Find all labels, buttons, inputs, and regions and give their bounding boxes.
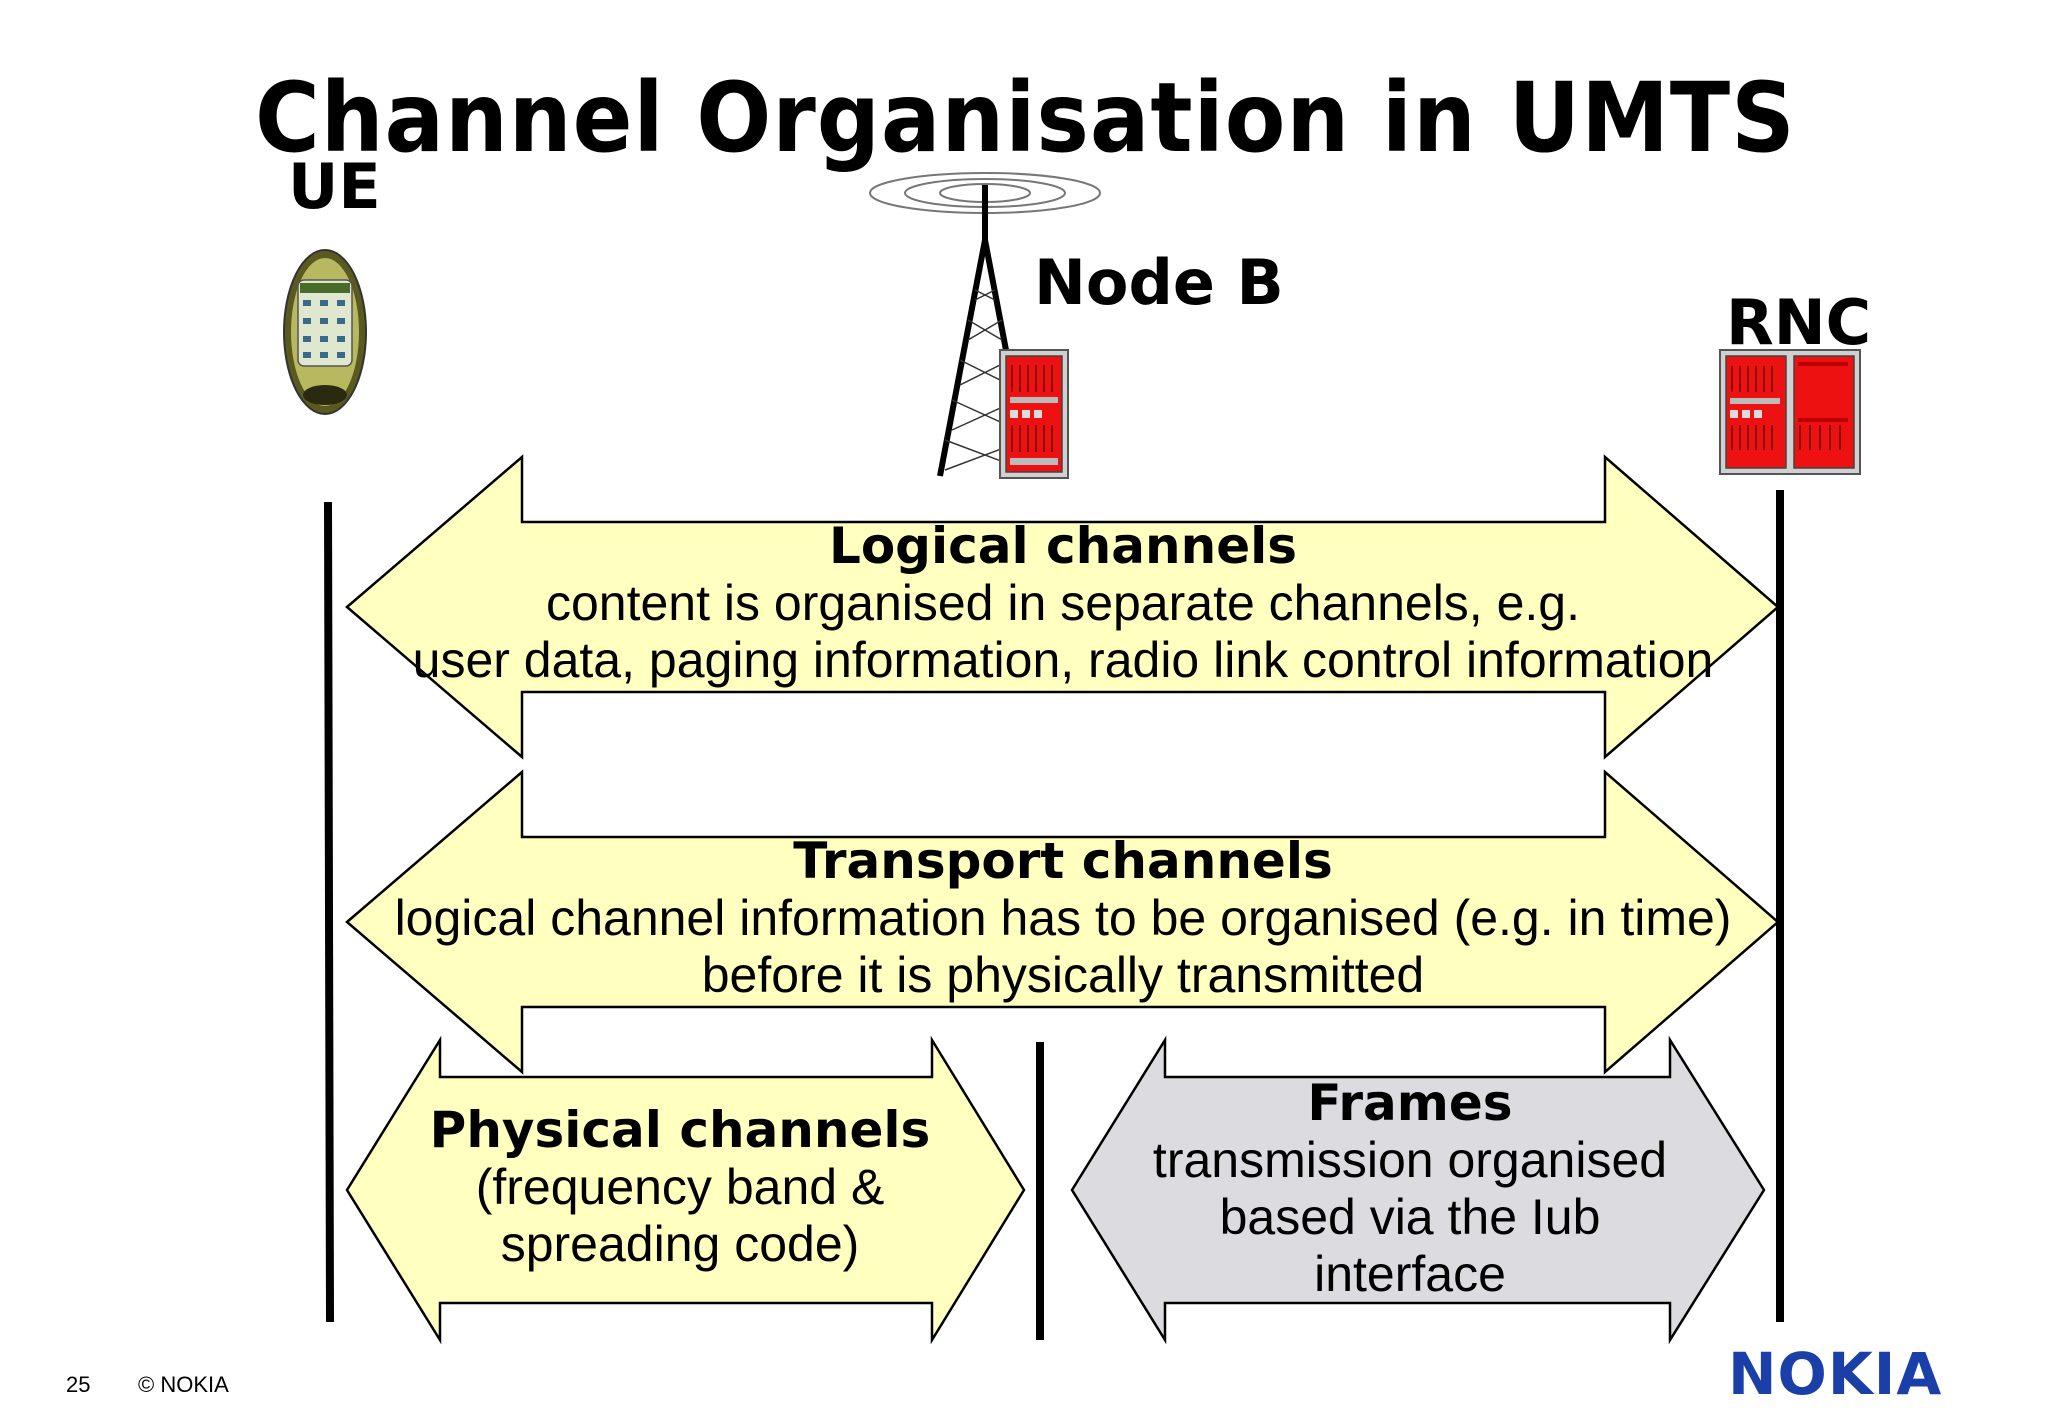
page-number: 25 [66, 1372, 91, 1397]
nokia-logo: NOKIA [1728, 1340, 1943, 1408]
ue-label: UE [288, 150, 381, 223]
transport-channels-arrow [345, 769, 1780, 1075]
frames-line2: based via the Iub [1219, 1189, 1601, 1245]
node-b-label: Node B [1034, 246, 1284, 319]
transport-channels-heading: Transport channels [793, 832, 1333, 890]
transport-channels-text: Transport channels logical channel infor… [340, 833, 1786, 1004]
rnc-label: RNC [1726, 286, 1872, 359]
physical-channels-arrow [345, 1035, 1026, 1345]
frames-heading: Frames [1307, 1074, 1513, 1132]
transport-channels-line1: logical channel information has to be or… [394, 890, 1732, 946]
rnc-cabinet-icon [1719, 349, 1861, 475]
physical-channels-line2: spreading code) [500, 1216, 860, 1272]
frames-line3: interface [1314, 1246, 1506, 1302]
physical-channels-text: Physical channels (frequency band & spre… [380, 1102, 980, 1273]
node-b-cabinet-icon [999, 349, 1069, 479]
physical-channels-line1: (frequency band & [475, 1159, 885, 1215]
logical-channels-line2: user data, paging information, radio lin… [412, 632, 1714, 688]
ue-vertical-line [324, 501, 334, 1323]
logical-channels-text: Logical channels content is organised in… [347, 518, 1779, 689]
transport-channels-line2: before it is physically transmitted [701, 947, 1425, 1003]
page-title: Channel Organisation in UMTS [254, 62, 1796, 174]
mobile-phone-icon [283, 249, 367, 415]
frames-arrow [1070, 1035, 1766, 1345]
frames-line1: transmission organised [1152, 1132, 1668, 1188]
copyright-text: © NOKIA [138, 1372, 229, 1397]
frames-text: Frames transmission organised based via … [1110, 1075, 1710, 1303]
logical-channels-heading: Logical channels [828, 517, 1298, 575]
logical-channels-line1: content is organised in separate channel… [545, 575, 1580, 631]
logical-channels-arrow [345, 454, 1780, 760]
physical-channels-heading: Physical channels [429, 1101, 931, 1159]
